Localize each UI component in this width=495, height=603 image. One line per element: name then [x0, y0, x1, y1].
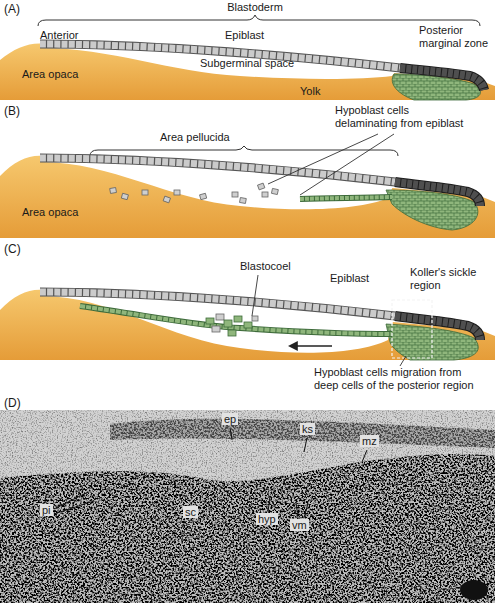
blastocoel-space: [42, 296, 394, 353]
leader-line: [300, 134, 394, 195]
region-label: Area pellucida: [160, 131, 230, 144]
leader-line: [304, 438, 307, 452]
leader-line: [54, 501, 94, 514]
photo-label: vm: [290, 519, 309, 531]
region-label: Area opaca: [22, 68, 78, 81]
leader-line: [304, 503, 308, 518]
epiblast-layer: [40, 158, 395, 182]
callout-label: Hypoblast cells migration from deep cell…: [314, 366, 486, 392]
photo-label: pi: [40, 504, 53, 516]
panel-letter: (C): [4, 242, 21, 256]
hypoblast-clump: [206, 314, 258, 336]
callout-label: Hypoblast cells delaminating from epibla…: [335, 104, 469, 130]
leader-line: [268, 496, 270, 512]
panel-a: [0, 15, 495, 100]
blastoderm-brace: [38, 15, 480, 26]
layer-label: Epiblast: [225, 29, 264, 42]
region-label: Yolk: [300, 85, 320, 98]
epiblast-cells: [40, 292, 395, 316]
region-label: Posterior marginal zone: [419, 24, 491, 50]
panel-letter: (A): [4, 2, 20, 16]
photo-label: ep: [222, 413, 238, 425]
kollers-sickle-box: [392, 300, 432, 358]
posterior-marginal-zone: [395, 182, 480, 206]
panel-letter: (D): [4, 396, 21, 410]
cavity-label: Blastocoel: [240, 260, 291, 273]
panel-letter: (B): [4, 104, 20, 118]
region-label: Anterior: [40, 29, 79, 42]
photo-label: sc: [183, 506, 198, 518]
space-label: Subgerminal space: [200, 57, 294, 70]
leader-line: [362, 450, 367, 462]
migration-arrow: [290, 345, 332, 346]
yolk-mass: [0, 290, 495, 360]
posterior-marginal-zone: [395, 316, 480, 340]
region-label: Area opaca: [22, 206, 78, 219]
photo-texture: [0, 410, 495, 603]
posterior-marginal-cells: [395, 182, 480, 206]
delaminating-cells: [110, 183, 279, 203]
epiblast-layer: [40, 292, 395, 316]
area-pellucida-brace: [90, 146, 398, 156]
blastoderm-section: [0, 410, 495, 460]
photo-label: ks: [300, 423, 315, 435]
layer-label: Epiblast: [330, 272, 369, 285]
region-label: Koller's sickle region: [410, 266, 485, 292]
dark-yolk-blob: [460, 580, 488, 600]
leader-line: [54, 492, 88, 509]
posterior-marginal-cells: [395, 316, 480, 340]
leader-line: [230, 428, 232, 440]
leader-line: [296, 502, 298, 518]
region-label: Blastoderm: [227, 1, 283, 14]
leader-line: [400, 356, 406, 366]
yolk-granules: [0, 440, 495, 603]
posterior-marginal-cells: [400, 68, 484, 90]
epiblast-cells: [40, 158, 395, 182]
yolk-mass: [0, 156, 495, 238]
hypoblast-strand: [300, 197, 392, 199]
yolk-mass: [0, 44, 495, 100]
photo-label: hyp: [256, 513, 278, 525]
photo-ground: [0, 410, 495, 603]
posterior-marginal-zone: [400, 68, 484, 90]
hypoblast-strand-cells: [300, 197, 392, 199]
panel-b: [0, 134, 495, 238]
leader-line: [268, 134, 378, 184]
photo-label: mz: [360, 435, 379, 447]
panel-d-photo: [0, 410, 495, 603]
leader-line: [252, 275, 258, 316]
